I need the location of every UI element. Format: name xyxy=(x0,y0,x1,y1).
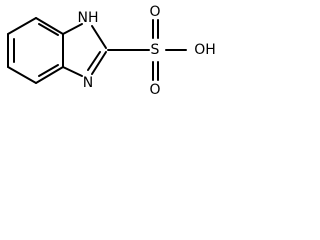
sulfonic-acid-group xyxy=(107,19,187,81)
bond-imidazole-c2-n-double xyxy=(87,51,101,71)
bond-benzene-3 xyxy=(35,66,64,84)
bond-benzene-inner-top xyxy=(38,23,59,36)
bond-benzene-inner-bottom xyxy=(38,64,59,77)
bond-benzene-2 xyxy=(7,66,37,84)
bond-benzene-5 xyxy=(35,17,64,35)
atom-label-s: S xyxy=(151,42,160,58)
atom-label-o-top: O xyxy=(149,4,160,20)
bond-benzene-6 xyxy=(7,17,37,35)
atom-label-n: N xyxy=(83,75,93,91)
molecule-diagram: NH N S O O OH xyxy=(0,0,232,102)
bond-imidazole-bottom xyxy=(62,66,83,77)
imidazole-ring xyxy=(62,23,107,77)
atom-label-nh: NH xyxy=(78,10,99,26)
benzene-ring xyxy=(7,17,64,84)
bond-imidazole-c2-n xyxy=(91,51,107,75)
structure-svg: NH N S O O OH xyxy=(7,4,216,98)
bond-imidazole-top xyxy=(62,23,83,35)
atom-label-o-bottom: O xyxy=(149,82,160,98)
atom-label-oh: OH xyxy=(194,42,216,58)
bond-imidazole-nh-c2 xyxy=(91,25,107,49)
